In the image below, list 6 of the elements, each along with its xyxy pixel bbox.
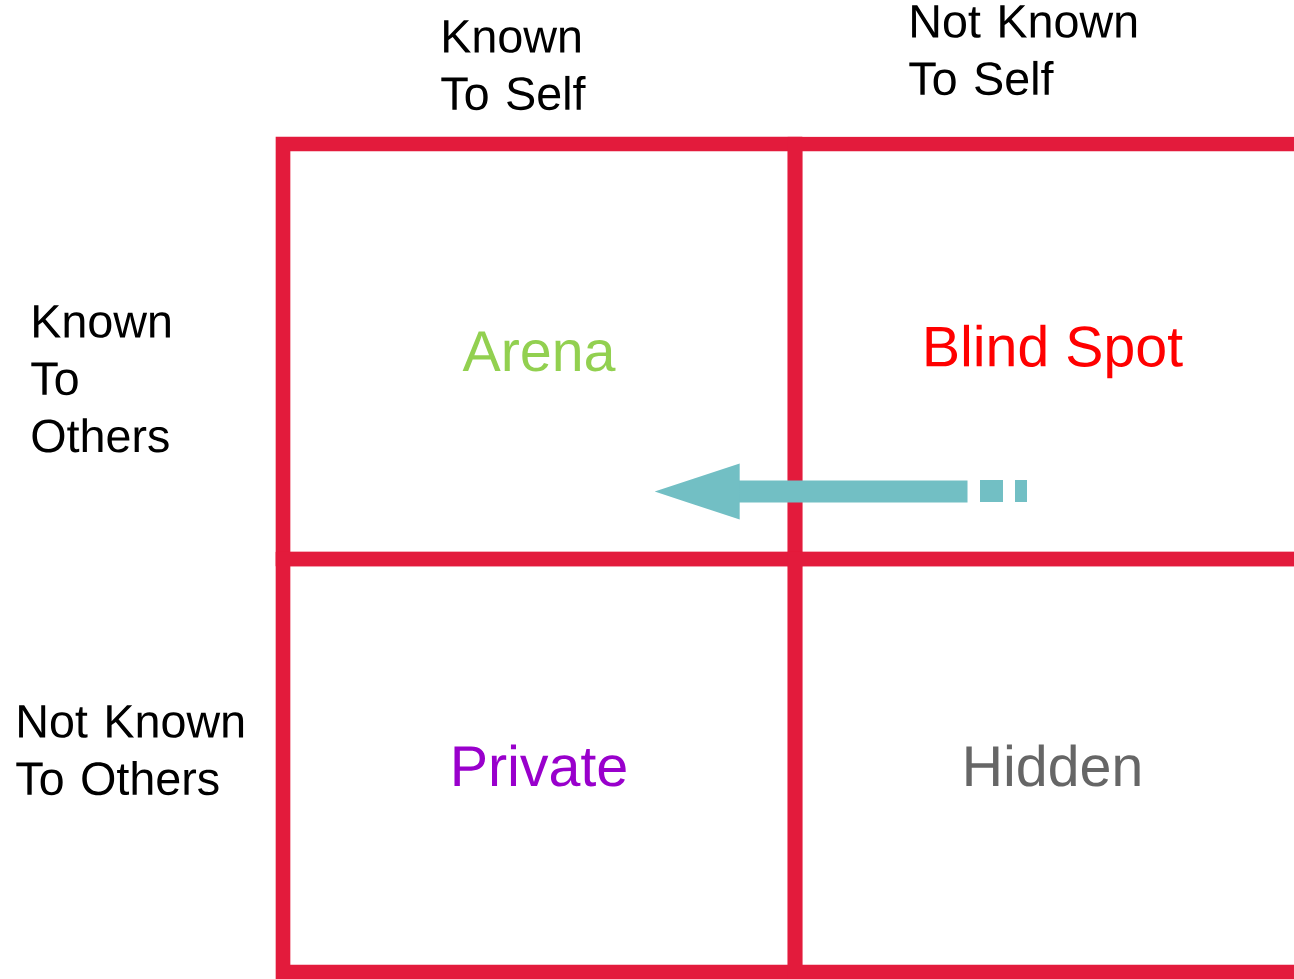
quadrant-cell: Private — [275, 551, 803, 979]
axis-heading: Known To Others — [31, 305, 170, 453]
quadrant-cell: Blind Spot — [787, 136, 1294, 567]
axis-heading: Not Known To Self — [909, 5, 1137, 96]
quadrant-cell: Arena — [275, 136, 803, 567]
quadrant-cell: Hidden — [787, 551, 1294, 979]
